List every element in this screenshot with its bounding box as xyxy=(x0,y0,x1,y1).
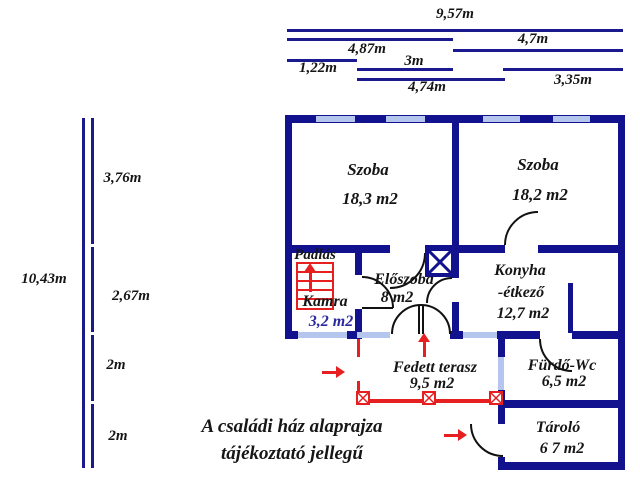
door-arc-szoba1 xyxy=(389,252,426,289)
stair-arrow-stem xyxy=(309,272,312,292)
room-label-furdo-area: 6,5 m2 xyxy=(541,373,587,390)
dim-label-267: 2,67m xyxy=(112,288,150,304)
dim-line-3 xyxy=(357,68,453,71)
room-label-szoba2-name: Szoba xyxy=(517,155,559,174)
window-bottom-3 xyxy=(463,332,497,338)
dim-label-335: 3,35m xyxy=(554,72,592,88)
room-label-szoba1-name: Szoba xyxy=(347,160,389,179)
door-arc-terrace-right xyxy=(420,304,451,335)
dim-label-122: 1,22m xyxy=(299,60,337,76)
wall-kamra-b xyxy=(355,309,362,339)
wall-konyha-stub xyxy=(568,283,573,333)
stair-up-arrow-icon xyxy=(304,263,316,272)
room-label-szoba1-area: 18,3 m2 xyxy=(342,189,398,208)
dim-line-2a xyxy=(91,335,94,401)
dim-label-2a: 2m xyxy=(106,357,126,373)
wall-bottom-a xyxy=(285,331,298,339)
wall-right xyxy=(618,115,625,470)
wall-main-c xyxy=(538,245,618,253)
door-arc-tarolo xyxy=(470,423,504,457)
room-label-padlas: Padlás xyxy=(294,247,336,263)
wall-left xyxy=(285,115,292,338)
wall-szoba-divider xyxy=(452,123,459,245)
room-label-szoba2-area: 18,2 m2 xyxy=(512,185,568,204)
room-label-eloszoba-area: 8 m2 xyxy=(380,289,414,306)
terrace-arrow-stem xyxy=(322,371,336,374)
window-bottom-1 xyxy=(298,332,347,338)
storage-arrow-stem xyxy=(444,434,458,437)
terrace-right-arrow-icon xyxy=(336,366,345,378)
room-label-kamra-name: Kamra xyxy=(302,293,348,310)
room-label-tarolo-name: Tároló xyxy=(535,419,581,436)
room-label-tarolo-area: 6 7 m2 xyxy=(539,440,585,457)
room-label-furdo-name: Fürdő-Wc xyxy=(527,357,597,374)
wall-center-a xyxy=(452,253,459,278)
wall-top xyxy=(285,115,625,123)
note-line-2: tájékoztató jellegű xyxy=(221,443,363,464)
wall-main-a xyxy=(292,245,390,253)
window-bath-left xyxy=(498,357,504,390)
room-label-konyha-name: Konyha xyxy=(494,262,546,279)
room-label-terasz-area: 9,5 m2 xyxy=(409,375,455,392)
terrace-posts xyxy=(356,391,503,405)
wall-kamra-a xyxy=(355,253,362,275)
note-line-1: A családi ház alaprajza xyxy=(201,416,383,437)
dim-line-957 xyxy=(287,29,623,32)
wall-main-b xyxy=(425,245,505,253)
wall-bath-storage-divider xyxy=(498,400,625,408)
door-arc-terrace-left xyxy=(391,304,422,335)
wall-center-b xyxy=(452,302,459,339)
dim-line-335 xyxy=(503,68,623,71)
room-label-konyha-area: 12,7 m2 xyxy=(496,305,550,322)
wall-bottom-b xyxy=(347,331,357,339)
wall-bath-left-a xyxy=(498,339,505,357)
dim-line-47 xyxy=(453,49,623,52)
door-arc-kamra xyxy=(361,276,394,309)
stair-step xyxy=(296,280,332,282)
window-top-2 xyxy=(386,116,425,122)
entry-arrow-stem xyxy=(423,342,426,357)
entry-up-arrow-icon xyxy=(418,333,430,342)
terrace-post-icon xyxy=(489,391,503,405)
room-label-terasz-name: Fedett terasz xyxy=(393,359,477,376)
dim-label-487: 4,87m xyxy=(348,41,386,57)
room-label-kamra-area: 3,2 m2 xyxy=(308,313,354,330)
dim-label-2b: 2m xyxy=(108,428,128,444)
stair-step xyxy=(296,271,332,273)
door-arc-konyha xyxy=(426,277,453,304)
door-arc-furdo xyxy=(539,338,573,372)
window-top-1 xyxy=(316,116,355,122)
window-bottom-2 xyxy=(357,332,390,338)
dim-label-957: 9,57m xyxy=(436,6,474,22)
window-top-4 xyxy=(553,116,590,122)
dim-line-474 xyxy=(357,78,505,81)
dim-label-474: 4,74m xyxy=(408,79,446,95)
dim-label-3: 3m xyxy=(404,53,424,69)
dim-line-376 xyxy=(91,118,94,244)
dim-label-1043: 10,43m xyxy=(21,271,67,287)
wall-bottom-c xyxy=(450,331,463,339)
dim-line-267 xyxy=(91,247,94,332)
terrace-edge-left-a xyxy=(357,339,360,357)
terrace-post-icon xyxy=(356,391,370,405)
dim-line-122 xyxy=(287,59,357,62)
wall-storage-bottom xyxy=(498,462,625,470)
wall-bottom-e xyxy=(572,331,625,339)
dim-label-47: 4,7m xyxy=(517,31,549,47)
dim-label-376: 3,76m xyxy=(103,170,142,186)
terrace-post-icon xyxy=(422,391,436,405)
room-label-eloszoba-name: Előszoba xyxy=(374,271,434,288)
window-top-3 xyxy=(483,116,520,122)
door-arc-szoba2 xyxy=(504,211,539,246)
wall-bottom-d xyxy=(497,331,540,339)
dim-line-1043 xyxy=(82,118,85,468)
dim-line-487 xyxy=(287,38,453,41)
dim-line-2b xyxy=(91,404,94,468)
stair-step xyxy=(296,298,332,300)
chimney-icon xyxy=(425,247,455,277)
stair-step xyxy=(296,289,332,291)
room-label-konyha-name2: -étkező xyxy=(497,284,545,301)
storage-right-arrow-icon xyxy=(458,429,467,441)
